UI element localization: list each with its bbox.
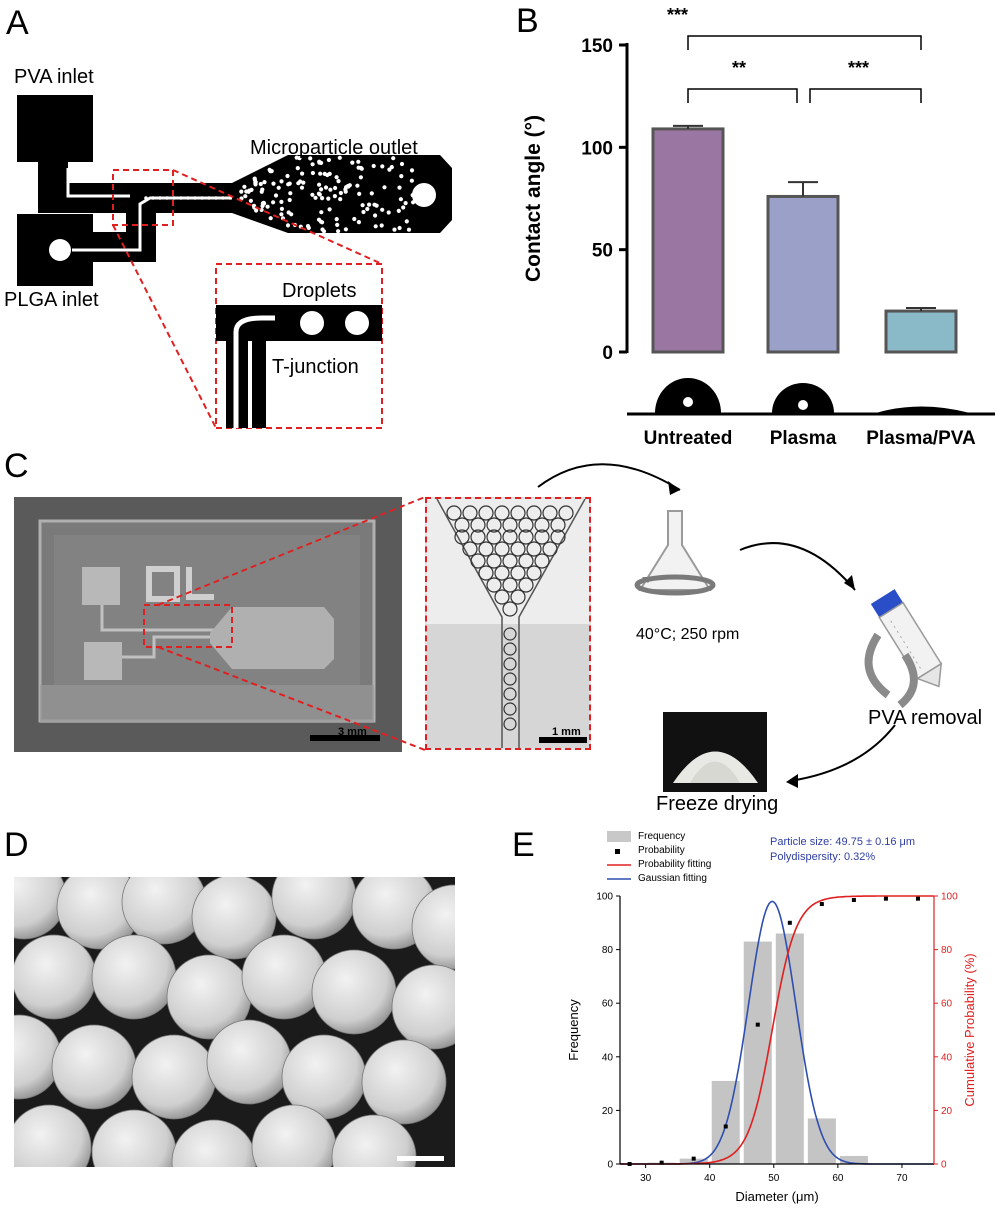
y2-tick-label: 80	[941, 945, 953, 956]
plga-inlet-label: PLGA inlet	[4, 289, 99, 311]
y-tick-label: 40	[602, 1052, 614, 1063]
probability-point	[915, 896, 920, 901]
legend-prob-fit-label: Probability fitting	[638, 859, 712, 870]
tjunction-zoom-box	[112, 169, 174, 226]
freq-bar	[839, 1155, 868, 1164]
legend-probability-label: Probability	[638, 845, 685, 856]
probability-point	[883, 896, 888, 901]
legend-frequency-label: Frequency	[638, 831, 686, 842]
y-axis-label: Frequency	[566, 999, 581, 1061]
y2-axis-label: Cumulative Probability (%)	[962, 953, 977, 1106]
process-flow	[537, 463, 943, 792]
sig-untreated-vs-pva: ***	[667, 5, 689, 25]
y-tick-label: 50	[592, 241, 613, 262]
chip-scale-label: 3 mm	[338, 726, 367, 738]
junction-micrograph	[425, 497, 591, 750]
y-tick-label: 0	[607, 1160, 613, 1171]
x-tick-label: 30	[640, 1173, 652, 1184]
shaker-conditions: 40°C; 250 rpm	[636, 626, 740, 643]
centrifuge-tube-icon	[864, 589, 943, 709]
panel-label-d: D	[4, 826, 29, 864]
y-tick-label: 100	[596, 892, 613, 903]
panel-label-e: E	[512, 826, 535, 864]
probability-point	[851, 898, 856, 903]
polydispersity-stat: Polydispersity: 0.32%	[770, 851, 876, 863]
probability-point	[787, 920, 792, 925]
zoom-scale-label: 1 mm	[552, 726, 581, 738]
legend-frequency-swatch	[607, 831, 631, 842]
significance-brackets	[687, 35, 922, 103]
x-tick-label: 50	[768, 1173, 780, 1184]
microfluidic-schematic	[17, 95, 452, 429]
y-axis-label: Contact angle (°)	[522, 115, 545, 282]
bar-2	[884, 309, 958, 354]
contact-angle-chart: Untreated Plasma Plasma/PVA 0 50 100 150Contac…	[522, 35, 995, 449]
probability-point	[659, 1160, 664, 1165]
y2-tick-label: 100	[941, 892, 958, 903]
droplets-label: Droplets	[282, 280, 357, 302]
x-axis-label: Diameter (μm)	[735, 1189, 818, 1204]
y2-tick-label: 20	[941, 1106, 953, 1117]
legend-probability-swatch	[615, 849, 620, 854]
droplet-untreated	[655, 378, 721, 413]
chip-photo	[14, 497, 402, 752]
freq-bar	[711, 1080, 740, 1164]
y-tick-label: 0	[602, 343, 613, 364]
y-tick-label: 80	[602, 945, 614, 956]
freeze-drying-label: Freeze drying	[656, 793, 779, 815]
y2-tick-label: 40	[941, 1052, 953, 1063]
y-tick-label: 100	[581, 138, 613, 159]
particle-size-stat: Particle size: 49.75 ± 0.16 μm	[770, 836, 916, 848]
category-label-1: Plasma	[770, 428, 837, 449]
panel-label-c: C	[4, 447, 29, 485]
panel-label-a: A	[6, 4, 29, 42]
sem-scale-bar	[397, 1156, 444, 1161]
probability-point	[755, 1022, 760, 1027]
freq-bar	[743, 941, 772, 1164]
freq-bar	[775, 933, 804, 1164]
droplet-plasma	[772, 383, 834, 413]
x-tick-label: 70	[896, 1173, 908, 1184]
x-tick-label: 40	[704, 1173, 716, 1184]
probability-point	[723, 1124, 728, 1129]
probability-point	[819, 902, 824, 907]
sem-micrograph	[14, 877, 455, 1167]
panel-label-b: B	[516, 2, 539, 40]
legend-gauss-fit-label: Gaussian fitting	[638, 873, 707, 884]
bar-1	[766, 194, 840, 354]
pva-inlet-pad	[17, 95, 93, 162]
y2-tick-label: 60	[941, 999, 953, 1010]
freq-bar	[679, 1158, 708, 1164]
droplet-plasma-pva	[876, 406, 970, 413]
y2-tick-label: 0	[941, 1160, 947, 1171]
size-distribution-chart: 30 40 50 60 70 0 20 40 60 80 100 0 20 40 60 80 100Diamet…	[566, 831, 977, 1204]
pva-removal-label: PVA removal	[868, 707, 983, 729]
y-tick-label: 150	[581, 36, 613, 57]
outlet-label: Microparticle outlet	[250, 137, 418, 159]
category-label-2: Plasma/PVA	[866, 428, 976, 449]
bar-0	[651, 127, 725, 354]
sig-plasma-vs-pva: ***	[848, 58, 870, 78]
probability-point	[691, 1156, 696, 1161]
y-tick-label: 60	[602, 999, 614, 1010]
x-tick-label: 60	[832, 1173, 844, 1184]
flask-icon	[634, 510, 716, 596]
sig-untreated-vs-plasma: **	[732, 58, 747, 78]
y-tick-label: 20	[602, 1106, 614, 1117]
chart-legend	[607, 831, 631, 880]
pva-inlet-label: PVA inlet	[14, 66, 94, 88]
tjunction-label: T-junction	[272, 356, 359, 378]
category-label-0: Untreated	[644, 428, 733, 449]
freq-bar	[807, 1118, 836, 1164]
